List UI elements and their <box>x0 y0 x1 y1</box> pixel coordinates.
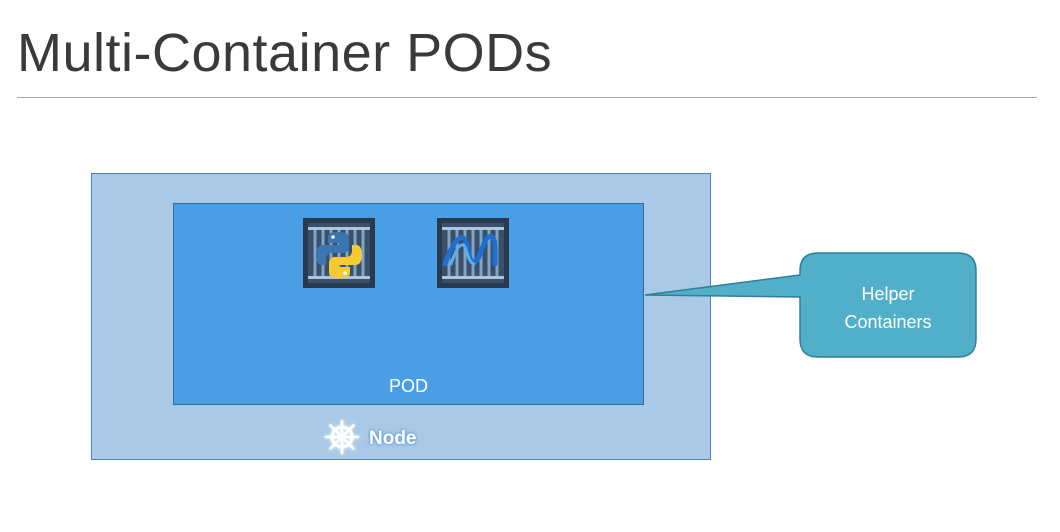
pod-box <box>173 203 644 405</box>
page-title: Multi-Container PODs <box>17 23 553 83</box>
dotnet-container-icon <box>437 218 509 288</box>
callout-line-2: Containers <box>844 312 932 332</box>
pod-label: POD <box>388 376 428 396</box>
title-divider <box>17 97 1037 98</box>
node-label-group: Node <box>321 419 417 459</box>
kubernetes-wheel-icon <box>321 417 363 462</box>
python-container-icon <box>303 218 375 288</box>
node-label: Node <box>369 428 417 449</box>
callout-line-1: Helper <box>861 284 915 304</box>
callout-text: Helper Containers <box>801 280 975 336</box>
